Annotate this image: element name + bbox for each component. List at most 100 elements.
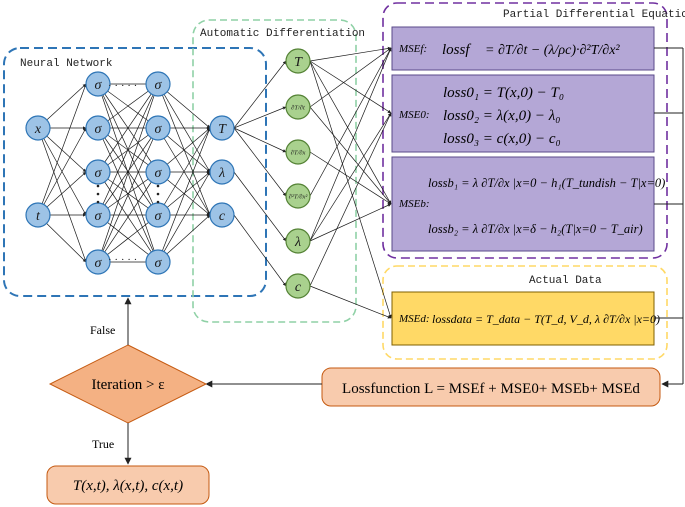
hidden-node-l1-3-label: σ — [95, 209, 103, 224]
ad-node-3-label: ∂²T/∂x² — [289, 193, 309, 200]
edge — [97, 83, 159, 216]
edge — [97, 171, 159, 263]
ad-node-4-label: λ — [294, 235, 301, 250]
hidden-node-l1-2: σ — [85, 159, 111, 185]
edge — [37, 83, 87, 216]
automatic-differentiation-title: Automatic Differentiation — [200, 28, 365, 40]
edge — [97, 83, 159, 263]
edge — [309, 112, 392, 287]
hidden-node-l1-4-label: σ — [95, 256, 103, 271]
edge — [233, 171, 287, 242]
mseb-line-2: lossb₂ = λ ∂T/∂x |x=δ − h₂(T|x=0 − T_air… — [428, 222, 643, 236]
edge — [309, 60, 392, 205]
ad-to-pde-edges — [309, 46, 392, 319]
mseb-label: MSEb: — [398, 198, 430, 210]
lossfunction-text: Lossfunction L = MSEf + MSE0+ MSEb+ MSEd — [342, 381, 640, 397]
hidden-node-l1-0-label: σ — [95, 78, 103, 93]
true-label: True — [92, 437, 114, 451]
lossfunction-box: Lossfunction L = MSEf + MSE0+ MSEb+ MSEd — [321, 367, 661, 407]
edge — [233, 60, 287, 129]
ad-node-1-label: ∂T/∂t — [291, 104, 305, 111]
output-node-1-label: λ — [218, 166, 225, 181]
hidden-node-l2-1: σ — [145, 115, 171, 141]
output-node-1: λ — [209, 159, 235, 185]
edge — [309, 106, 392, 205]
edge — [233, 106, 287, 129]
output-node-0-label: T — [218, 122, 227, 137]
msef-rhs: = ∂T/∂t − (λ/ρc)·∂²T/∂x² — [485, 43, 620, 58]
edge — [309, 203, 392, 242]
edge — [309, 60, 392, 319]
edge — [37, 127, 87, 263]
mse0-line-3: loss0₃ = c(x,0) − c₀ — [443, 131, 561, 147]
edge — [309, 46, 392, 62]
ad-node-0: T — [285, 48, 311, 74]
ad-nodes: T ∂T/∂t ∂T/∂x ∂²T/∂x² λ c — [285, 48, 311, 299]
input-node-t-label: t — [36, 209, 41, 224]
mse0-box: MSE0: loss0₁ = T(x,0) − T₀ loss0₂ = λ(x,… — [391, 74, 655, 153]
hidden-node-l2-4: σ — [145, 249, 171, 275]
mseb-box: MSEb: lossb₁ = λ ∂T/∂x |x=0 − h₁(T_tundi… — [391, 156, 665, 252]
hidden-node-l1-1: σ — [85, 115, 111, 141]
hidden-node-l2-0-label: σ — [155, 78, 163, 93]
neural-network-panel — [3, 47, 267, 297]
edge — [233, 127, 287, 197]
neural-network-title: Neural Network — [20, 58, 113, 70]
hidden-node-l1-3: σ — [85, 202, 111, 228]
mse0-label: MSE0: — [398, 109, 430, 121]
ad-node-1: ∂T/∂t — [285, 94, 311, 120]
ad-edges — [233, 60, 287, 287]
actual-data-panel — [382, 265, 668, 360]
ad-node-5-label: c — [295, 280, 302, 295]
hidden-node-l2-1-label: σ — [155, 122, 163, 137]
edge — [157, 171, 211, 263]
edge — [309, 151, 392, 205]
msef-box: MSEf: lossf = ∂T/∂t − (λ/ρc)·∂²T/∂x² — [391, 26, 655, 71]
output-node-0: T — [209, 115, 235, 141]
edge — [157, 127, 211, 263]
msef-label: MSEf: — [398, 43, 427, 55]
ad-node-5: c — [285, 273, 311, 299]
edge — [157, 83, 211, 216]
input-node-t: t — [25, 202, 51, 228]
mse0-line-1: loss0₁ = T(x,0) − T₀ — [443, 85, 564, 101]
hidden-node-l2-2-label: σ — [155, 166, 163, 181]
ad-node-2-label: ∂T/∂x — [291, 149, 306, 156]
edge — [309, 285, 392, 319]
msed-equation: lossdata = T_data − T(T_d, V_d, λ ∂T/∂x … — [432, 312, 660, 326]
hidden-ellipsis-bottom: · · · · · — [108, 254, 137, 266]
output-node-2: c — [209, 202, 235, 228]
hidden-node-l2-0: σ — [145, 71, 171, 97]
ad-node-3: ∂²T/∂x² — [285, 183, 311, 209]
msef-lhs: lossf — [442, 42, 471, 58]
false-label: False — [90, 323, 115, 337]
input-node-x-label: x — [34, 122, 42, 137]
msed-label: MSEd: — [398, 313, 430, 325]
result-text: T(x,t), λ(x,t), c(x,t) — [73, 478, 183, 494]
nn-edges — [37, 83, 211, 263]
edge — [309, 47, 392, 197]
pde-title: Partial Differential Equation — [503, 9, 685, 21]
ad-node-2: ∂T/∂x — [285, 139, 311, 165]
hidden-node-l2-3-label: σ — [155, 209, 163, 224]
ad-node-0-label: T — [294, 55, 303, 70]
edge — [309, 47, 392, 242]
mseb-line-1: lossb₁ = λ ∂T/∂x |x=0 − h₁(T_tundish − T… — [428, 176, 665, 190]
hidden-node-l1-4: σ — [85, 249, 111, 275]
edge — [233, 127, 287, 153]
edge — [37, 127, 87, 216]
hidden-node-l2-4-label: σ — [155, 256, 163, 271]
ad-node-4: λ — [285, 228, 311, 254]
msed-box: MSEd: lossdata = T_data − T(T_d, V_d, λ … — [391, 291, 660, 346]
edge — [233, 214, 287, 287]
input-node-x: x — [25, 115, 51, 141]
hidden-node-l2-3: σ — [145, 202, 171, 228]
hidden-node-l1-2-label: σ — [95, 166, 103, 181]
edge — [309, 47, 392, 108]
hidden-ellipsis-top: · · · · · — [108, 80, 137, 92]
hidden-vertical-dots — [96, 184, 160, 204]
edge — [97, 83, 159, 173]
actual-data-title: Actual Data — [529, 275, 602, 287]
